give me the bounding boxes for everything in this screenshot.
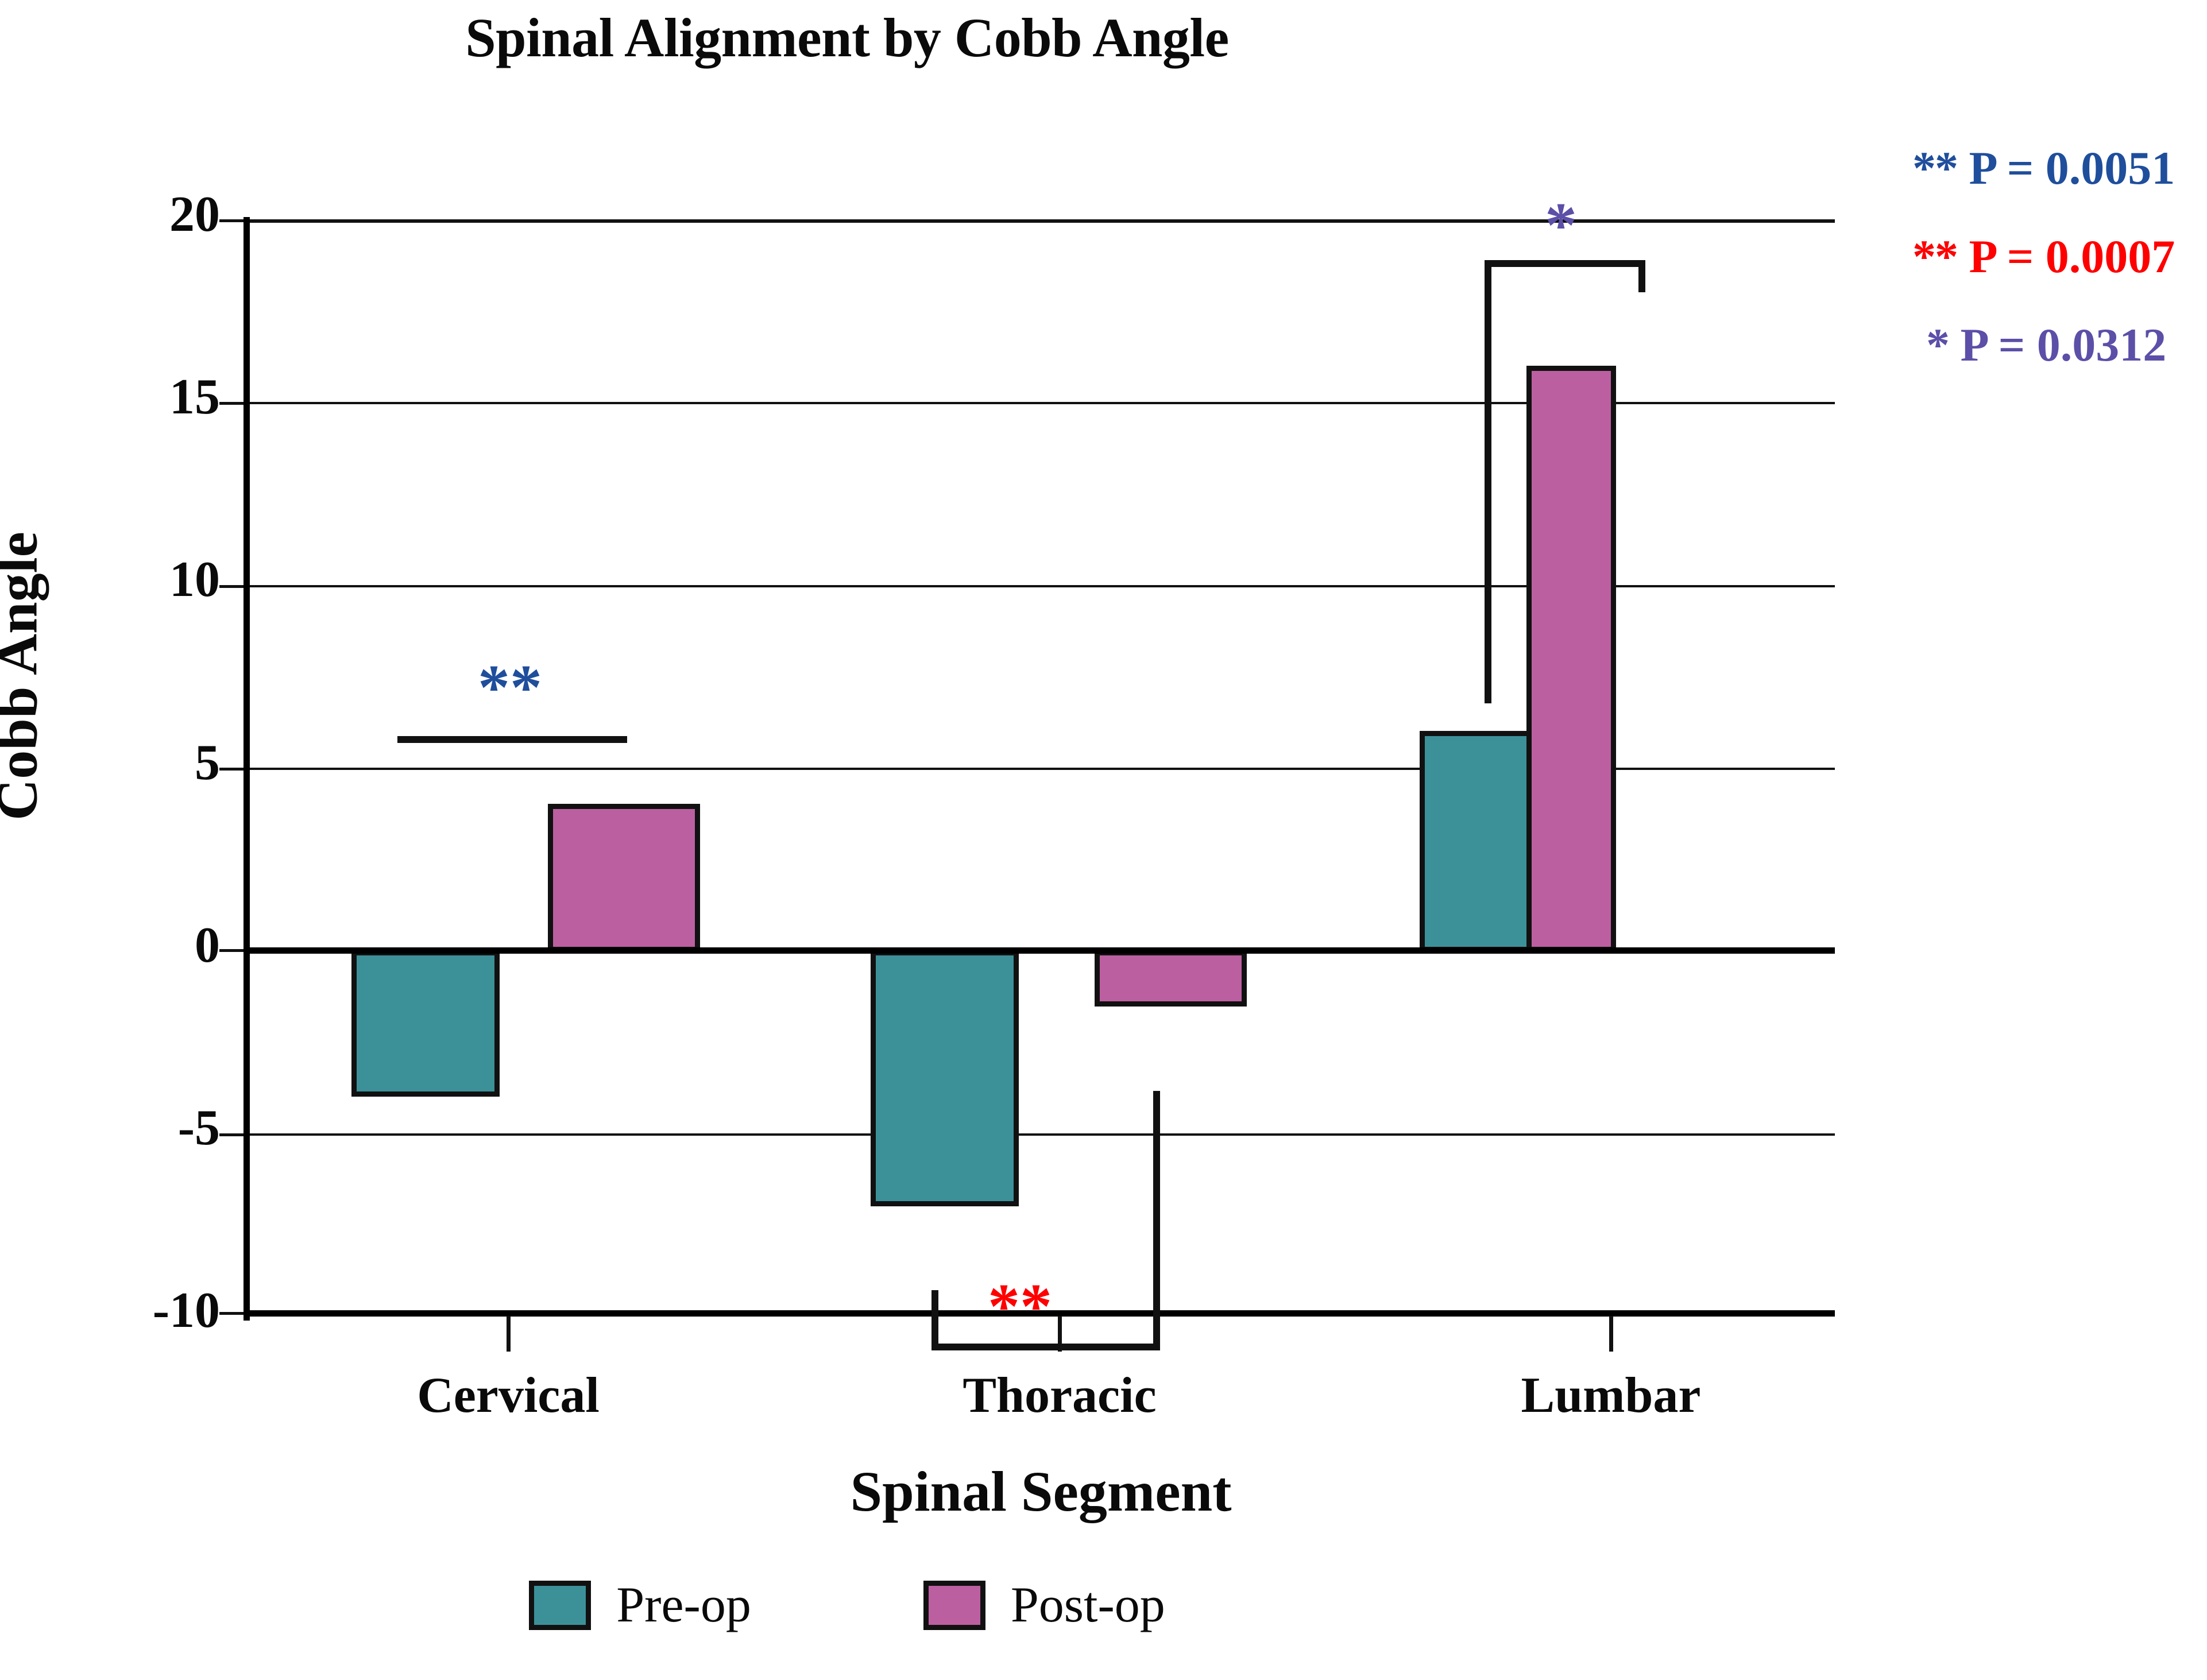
pvalue-stars-3: * [1926, 319, 1950, 371]
pvalue-row-2: ** P = 0.0007 [1912, 233, 2207, 280]
legend-label-pre-op: Pre-op [616, 1577, 751, 1633]
pvalue-stars-1: ** [1912, 142, 1958, 194]
bar-cervical-pre [351, 950, 500, 1097]
chart-title: Spinal Alignment by Cobb Angle [465, 7, 1229, 68]
legend-label-post-op: Post-op [1010, 1577, 1165, 1633]
sig-bracket-cervical [397, 736, 627, 743]
y-tick-label-0: 0 [195, 918, 220, 973]
y-tick-10 [219, 585, 243, 588]
y-tick-label-neg10: -10 [152, 1283, 220, 1338]
x-label-thoracic: Thoracic [963, 1368, 1157, 1423]
y-tick-label-15: 15 [169, 369, 220, 425]
x-label-cervical: Cervical [417, 1368, 600, 1423]
gridline-5 [247, 768, 1835, 770]
pvalue-text-3: P = 0.0312 [1949, 319, 2167, 371]
sig-bracket-thoracic-right [1153, 1091, 1160, 1350]
y-tick-5 [219, 768, 243, 771]
x-tick-lumbar [1609, 1316, 1613, 1352]
pvalue-row-1: ** P = 0.0051 [1912, 145, 2207, 192]
sig-star-lumbar: * [1545, 190, 1577, 261]
y-tick-label-5: 5 [195, 735, 220, 791]
plot-area: ** ** * [219, 193, 1835, 1352]
pvalue-annotations: ** P = 0.0051 ** P = 0.0007 * P = 0.0312 [1912, 145, 2207, 410]
legend-swatch-post-op [923, 1580, 985, 1630]
gridline-neg10-baseline [247, 1310, 1835, 1317]
y-axis-spine [243, 217, 250, 1321]
legend-swatch-pre-op [529, 1580, 592, 1630]
sig-bracket-lumbar-left [1485, 260, 1491, 703]
y-tick-label-neg5: -5 [177, 1100, 220, 1156]
y-tick-0 [219, 949, 243, 952]
gridline-neg5 [247, 1133, 1835, 1136]
pvalue-text-2: P = 0.0007 [1957, 230, 2175, 282]
bar-lumbar-post [1526, 366, 1616, 952]
legend-item-post-op[interactable]: Post-op [923, 1576, 1165, 1634]
x-tick-thoracic [1058, 1316, 1062, 1352]
gridline-10 [247, 585, 1835, 587]
y-tick-neg10 [219, 1312, 243, 1315]
y-axis-title: Cobb Angle [0, 532, 49, 820]
legend-item-pre-op[interactable]: Pre-op [529, 1576, 751, 1634]
sig-bracket-lumbar-right [1638, 260, 1645, 292]
sig-star-thoracic: ** [988, 1271, 1052, 1342]
y-tick-label-10: 10 [169, 552, 220, 607]
y-tick-label-20: 20 [169, 187, 220, 242]
chart-legend: Pre-op Post-op [0, 1576, 1694, 1634]
gridline-15 [247, 402, 1835, 404]
x-tick-cervical [507, 1316, 511, 1352]
sig-bracket-lumbar-horizontal [1485, 260, 1645, 267]
sig-star-cervical: ** [478, 652, 542, 723]
y-tick-20 [219, 219, 243, 222]
bar-cervical-post [548, 804, 700, 952]
gridline-20 [247, 219, 1835, 223]
bar-thoracic-post [1095, 950, 1247, 1007]
sig-bracket-thoracic-left [931, 1290, 938, 1350]
sig-bracket-thoracic-horizontal [931, 1344, 1160, 1350]
gridline-0-axis [247, 947, 1835, 954]
pvalue-row-3: * P = 0.0312 [1912, 322, 2207, 369]
bar-thoracic-pre [871, 950, 1019, 1206]
pvalue-text-1: P = 0.0051 [1957, 142, 2175, 194]
x-axis-title: Spinal Segment [850, 1460, 1232, 1523]
y-tick-neg5 [219, 1133, 243, 1136]
y-tick-15 [219, 402, 243, 405]
pvalue-stars-2: ** [1912, 230, 1958, 282]
x-label-lumbar: Lumbar [1521, 1368, 1701, 1423]
